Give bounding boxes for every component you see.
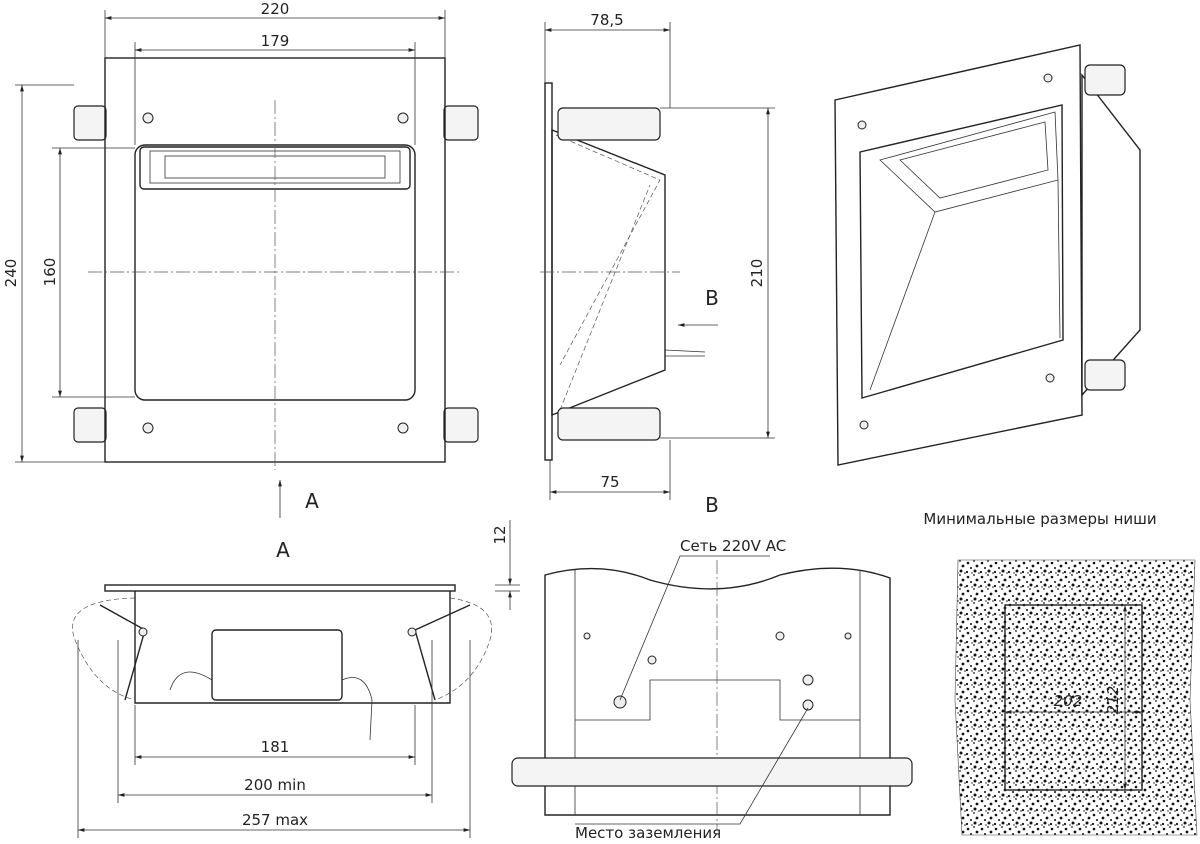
power-label: Сеть 220V AC — [680, 537, 786, 555]
niche-title: Минимальные размеры ниши — [923, 510, 1156, 528]
min-width-dim: 200 min — [244, 776, 306, 794]
side-view: 78,5 210 75 B B — [540, 11, 775, 517]
max-width-dim: 257 max — [242, 811, 308, 829]
niche-diagram: Минимальные размеры ниши 212 202 — [923, 510, 1198, 836]
bottom-view: A 12 181 200 min 257 max — [72, 520, 520, 838]
plate-thickness-dim: 12 — [491, 525, 509, 544]
front-inner-width-dim: 179 — [261, 32, 290, 50]
view-b-title: B — [705, 493, 719, 517]
ground-label: Место заземления — [575, 824, 721, 842]
front-height-dim: 240 — [2, 259, 20, 288]
side-depth-dim: 78,5 — [590, 11, 623, 29]
view-arrow-b-label: B — [705, 286, 719, 310]
front-inner-height-dim: 160 — [41, 258, 59, 287]
front-view: 220 179 240 160 A — [2, 0, 479, 518]
niche-height-dim: 212 — [1104, 686, 1122, 715]
back-view: Сеть 220V AC Место заземления — [511, 537, 913, 842]
side-height-dim: 210 — [748, 259, 766, 288]
front-width-dim: 220 — [261, 0, 290, 18]
side-body-depth-dim: 75 — [600, 473, 619, 491]
view-a-title: A — [276, 538, 290, 562]
niche-width-dim: 202 — [1054, 692, 1083, 710]
view-arrow-a-label: A — [305, 489, 319, 513]
isometric-view — [834, 44, 1141, 466]
body-width-dim: 181 — [261, 738, 290, 756]
